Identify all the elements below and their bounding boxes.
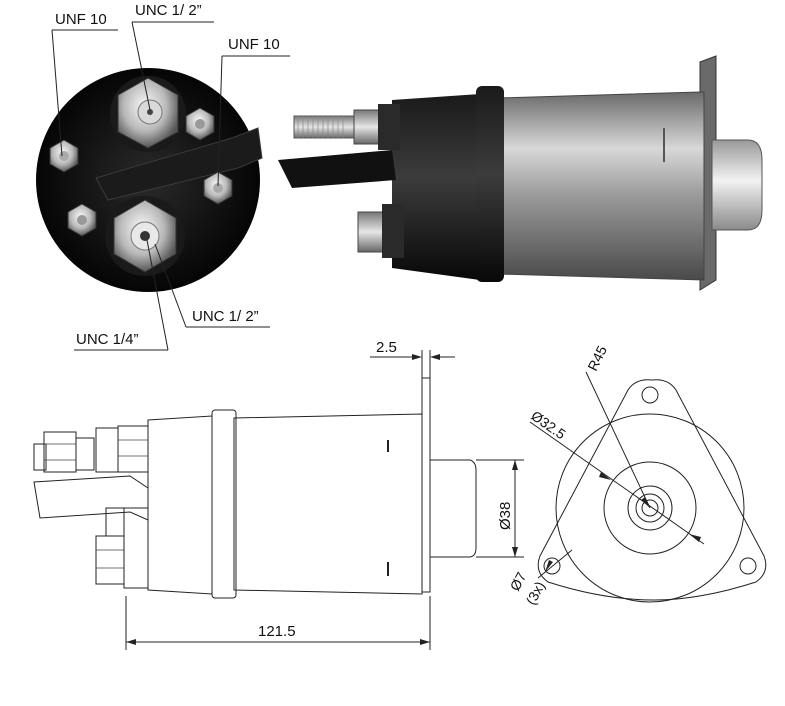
cap-ring — [476, 86, 504, 282]
callout-unc14: UNC 1/4” — [76, 331, 139, 348]
dim-overall-length: 121.5 — [258, 623, 296, 640]
mount-hole-left — [543, 557, 561, 575]
drawing-nose — [430, 459, 477, 558]
threaded-bore — [140, 231, 150, 241]
terminal-cap — [392, 94, 480, 280]
callout-unc12-top: UNC 1/ 2” — [135, 2, 202, 19]
callout-unf10-right: UNF 10 — [228, 36, 280, 53]
flange-outline — [537, 379, 767, 601]
bolt-circle — [603, 461, 697, 555]
dim-flange-radius: R45 — [584, 343, 610, 373]
drawing-cap-ring — [211, 409, 237, 599]
callout-unf10-left: UNF 10 — [55, 11, 107, 28]
elevation-dimensions: 2.5 121.5 Ø38 — [125, 339, 524, 650]
top-stud-insulator — [378, 104, 400, 150]
control-terminal-spade — [278, 150, 396, 188]
bottom-stud-insulator — [382, 204, 404, 258]
bottom-stud-nut — [357, 211, 385, 253]
photo-callouts: UNF 10 UNC 1/ 2” UNF 10 UNC 1/ 2” UNC 1/… — [51, 2, 290, 351]
end-view-photo — [36, 68, 263, 292]
top-terminal-stud — [293, 115, 359, 139]
drawing-top-stud — [33, 443, 47, 471]
flange-dimensions: R45 Ø32.5 Ø7 (3x) — [507, 343, 705, 608]
dim-hole-count: (3x) — [523, 579, 548, 608]
plunger-nose — [711, 139, 763, 231]
dim-hole-diameter: Ø7 — [507, 569, 530, 593]
side-elevation-drawing — [33, 377, 477, 599]
drawing-cap — [147, 415, 213, 595]
mount-hole-top — [641, 386, 659, 404]
drawing-small-nut-top — [95, 427, 119, 473]
dim-flange-thickness: 2.5 — [376, 339, 397, 356]
solenoid-housing — [497, 91, 705, 281]
flange-body-circle — [555, 413, 745, 603]
drawing-flange — [421, 377, 431, 593]
drawing-housing — [233, 413, 423, 595]
drawing-bottom-nut — [95, 535, 125, 585]
top-stud-nut — [353, 109, 381, 145]
drawing-top-nut — [43, 431, 77, 473]
side-view-photo — [278, 55, 763, 291]
dim-nose-diameter: Ø38 — [497, 502, 514, 530]
terminal-bracket — [95, 127, 263, 201]
flange-front-view — [537, 379, 767, 603]
drawing-spade — [33, 475, 149, 521]
mount-hole-right — [739, 557, 757, 575]
callout-unc12-bottom: UNC 1/ 2” — [192, 308, 259, 325]
